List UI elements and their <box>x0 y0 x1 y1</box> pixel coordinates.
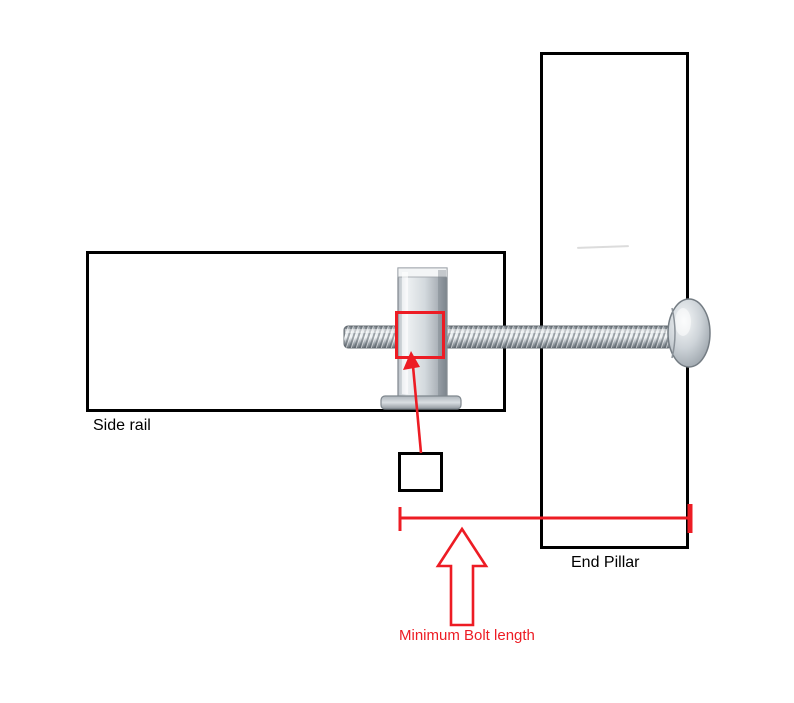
highlight-square <box>395 311 445 359</box>
minimum-bolt-length-label: Minimum Bolt length <box>399 627 535 644</box>
side-rail-label: Side rail <box>93 417 151 434</box>
bolt-shaft <box>343 325 673 349</box>
bolt-head <box>667 298 711 368</box>
end-pillar-label: End Pillar <box>571 554 640 571</box>
block-arrow-up <box>435 526 489 627</box>
reference-square <box>398 452 443 492</box>
